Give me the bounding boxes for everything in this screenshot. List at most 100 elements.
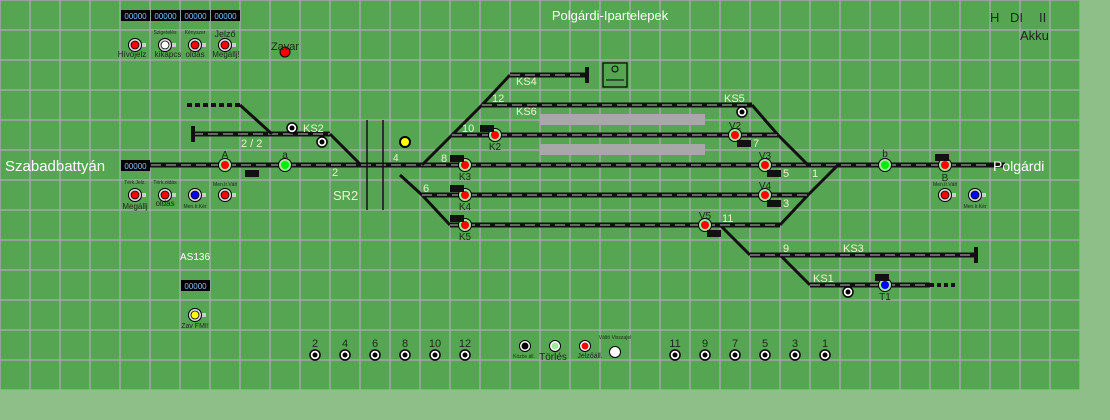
right-station-name: Polgárdi [993,158,1044,174]
dwarf-signal-icon [450,185,464,192]
switch-label-1: 1 [812,168,818,180]
signal-label: V2 [729,121,742,132]
switch-button-12[interactable] [459,349,471,361]
top-button-1[interactable] [158,38,177,52]
indicator-di: DI [1010,10,1023,25]
ks5-label: KS5 [724,93,745,105]
signal-label: K2 [489,142,502,153]
function-button-0[interactable] [519,340,531,352]
ks2-button[interactable] [286,122,298,134]
switch-button-label: 1 [822,338,828,350]
signal-b[interactable]: b [878,149,892,172]
switch-button-6[interactable] [369,349,381,361]
switch-button-label: 5 [762,338,768,350]
ks6-label: KS6 [516,106,537,118]
signal-T1[interactable]: T1 [878,278,892,304]
switch-button-8[interactable] [399,349,411,361]
switch-button-label: 4 [342,338,348,350]
switch-button-7[interactable] [729,349,741,361]
switch-button-label: 6 [372,338,378,350]
top-counter [121,10,150,21]
left-button-1[interactable] [158,188,177,202]
signal-label: B [942,173,949,184]
platform-upper [540,114,705,125]
dwarf-signal-icon [450,155,464,162]
signal-K2[interactable]: K2 [488,128,502,154]
function-button-1[interactable] [549,340,561,352]
switch-button-label: 7 [732,338,738,350]
ks1-button[interactable] [842,286,854,298]
platforms [540,114,705,155]
signal-V4[interactable]: V4 [758,181,772,202]
signal-V5[interactable]: V5 [698,211,712,232]
switch-diverge [718,223,752,257]
top-button-label: oldás [185,50,204,59]
top-button-0[interactable] [128,38,147,52]
zav-fmi-button[interactable] [188,308,207,322]
ks5-button[interactable] [736,106,748,118]
top-button-2[interactable] [188,38,207,52]
shunt-signal[interactable] [399,136,411,148]
dwarf-signal-icon [767,170,781,177]
signal-B[interactable]: B [938,158,952,185]
function-button-3[interactable] [609,346,621,358]
signal-label: V4 [759,181,772,192]
signal-a[interactable]: a [278,150,292,172]
switch-button-4[interactable] [339,349,351,361]
switch-diverge [778,253,812,287]
switch-button-3[interactable] [789,349,801,361]
zavar-indicator [279,46,291,58]
signal-label: K3 [459,172,472,183]
track-label-sr2: SR2 [333,188,358,203]
platform-lower [540,144,705,155]
switch-diverge [450,103,484,137]
function-button-2[interactable] [579,340,591,352]
left-button-2[interactable] [188,188,207,202]
signal-label: a [282,150,288,161]
switch-diverge [778,193,810,227]
tracks [121,67,1005,288]
switch-button-11[interactable] [669,349,681,361]
signal-A[interactable]: A [218,150,232,172]
left-button-label-top: Men.Ir.Vált [213,182,238,188]
signal-V3[interactable]: V3 [758,151,772,172]
right-button-vált[interactable] [938,188,957,202]
switch-label-3: 3 [783,198,789,210]
left-station-name: Szabadbattyán [5,158,105,175]
left-button-label-top: Térk.Jelz. [124,180,146,186]
switch-diverge [420,133,454,167]
switch-diverge [750,104,780,136]
switch-button-9[interactable] [699,349,711,361]
function-button-label: Jelzőáll. [577,353,602,360]
track-label-2: 2 [332,167,338,179]
function-button-label: Váltó Visszajel [599,335,631,341]
top-counter-value: 00000 [154,12,177,21]
switch-button-1[interactable] [819,349,831,361]
switch-label-8: 8 [441,153,447,165]
switch-button-10[interactable] [429,349,441,361]
switch-button-2[interactable] [309,349,321,361]
switch-button-label: 8 [402,338,408,350]
ks2-button-lower[interactable] [316,136,328,148]
dwarf-signal-icon [737,140,751,147]
zavar-label: Zavar [271,41,299,53]
top-counter [181,10,210,21]
dwarf-signal-icon [450,215,464,222]
left-button-3[interactable] [218,188,237,202]
ks1-label: KS1 [813,273,834,285]
signal-K4[interactable]: K4 [458,188,472,214]
left-button-label: oldás [155,199,174,208]
top-button-3[interactable] [218,38,237,52]
switch-button-label: 3 [792,338,798,350]
signal-V2[interactable]: V2 [728,121,742,142]
right-button-kér[interactable] [968,188,987,202]
signal-label: b [882,149,888,160]
as136-label: AS136 [180,252,210,263]
station-title: Polgárdi-Ipartelepek [552,8,669,23]
switch-button-label: 11 [669,338,680,350]
switch-button-5[interactable] [759,349,771,361]
left-button-0[interactable] [128,188,147,202]
dwarf-signal-icon [767,200,781,207]
top-counter-value: 00000 [184,12,207,21]
